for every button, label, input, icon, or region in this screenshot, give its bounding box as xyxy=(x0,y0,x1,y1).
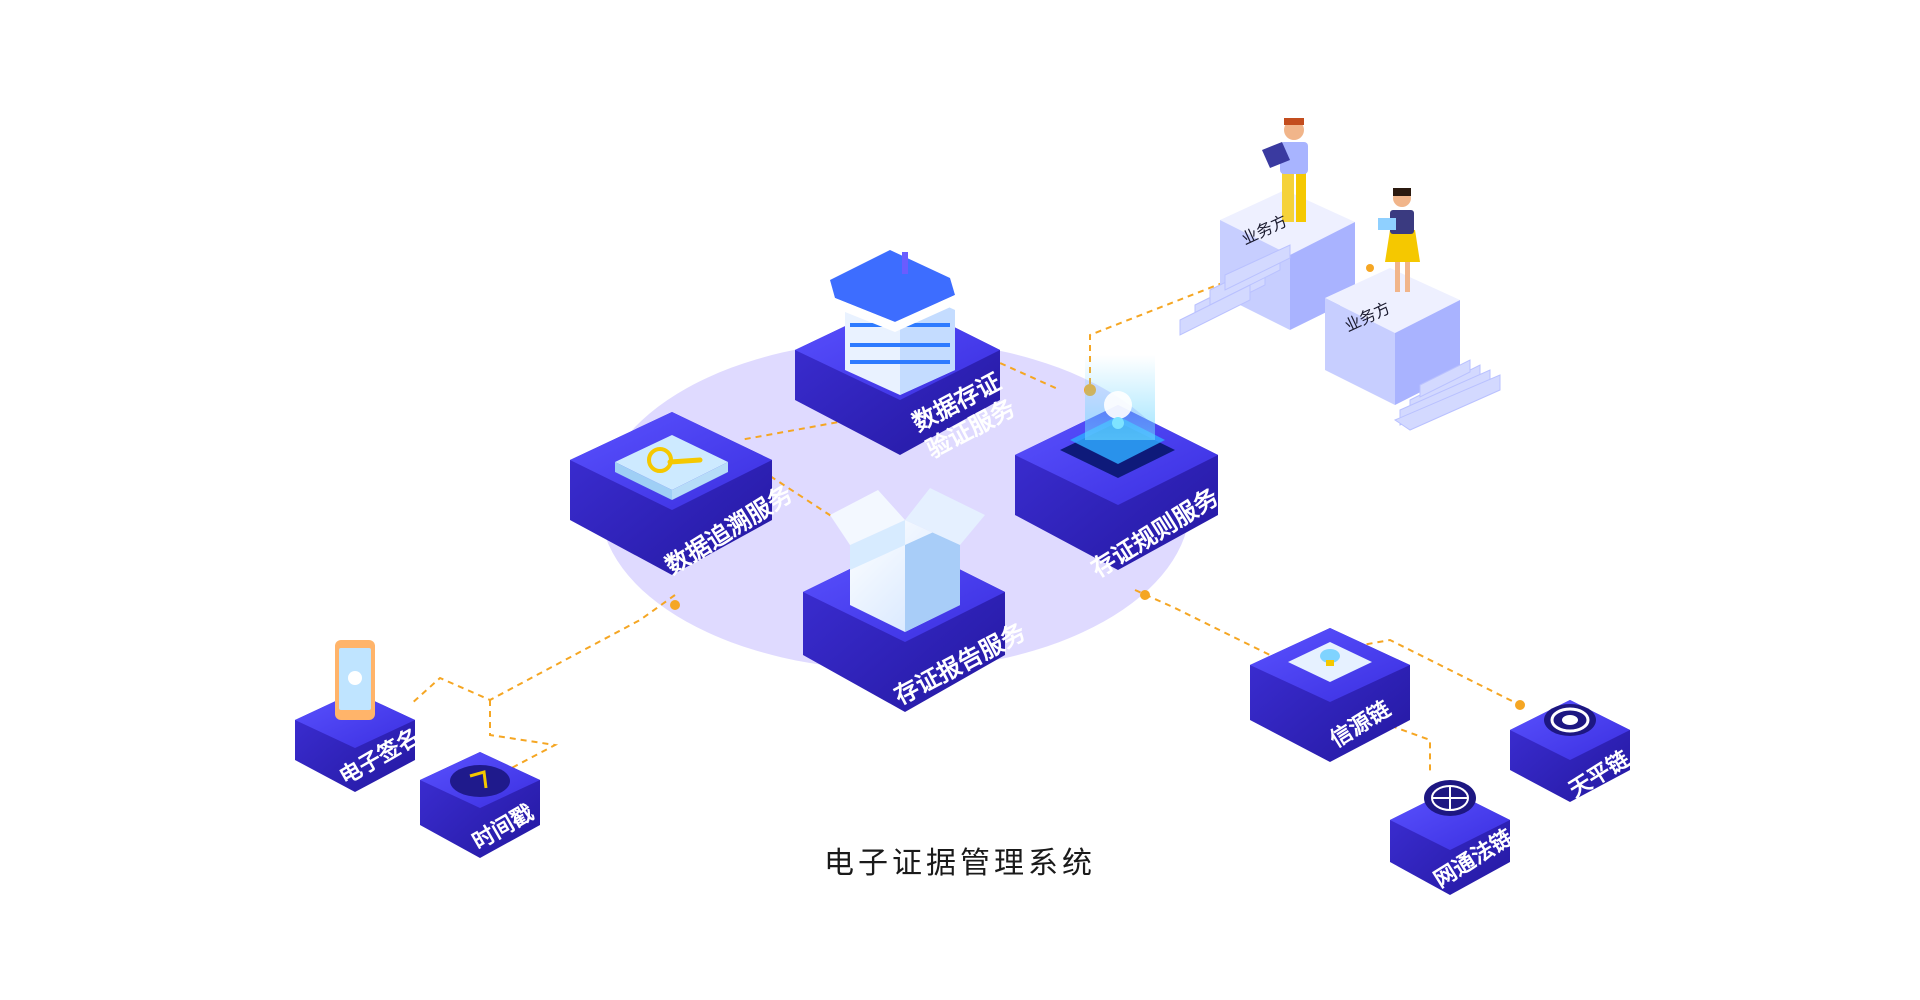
tool-block-e-signature[interactable]: 电子签名 xyxy=(295,640,424,792)
lightbulb-icon xyxy=(1104,391,1132,429)
box-icon xyxy=(830,488,985,632)
scale-logo-icon xyxy=(1544,704,1596,736)
staircase-icon xyxy=(1393,359,1501,431)
service-block-rule[interactable]: 存证规则服务 xyxy=(1015,355,1224,583)
central-platform xyxy=(600,340,1190,670)
chain-block-tianping[interactable]: 天平链 xyxy=(1510,700,1634,803)
person-man-icon xyxy=(1262,118,1308,222)
service-block-data-storage-verify[interactable]: 数据存证 验证服务 xyxy=(795,250,1027,464)
business-party-2[interactable]: 业务方 xyxy=(1325,188,1501,431)
chain-block-xinyuan[interactable]: 信源链 xyxy=(1250,628,1410,762)
lightbulb-icon-small xyxy=(1320,649,1340,666)
building-icon xyxy=(830,250,955,395)
clock-icon xyxy=(450,765,510,797)
chain-block-wangtong[interactable]: 网通法链 xyxy=(1390,780,1518,895)
staircase-icon xyxy=(1179,244,1291,336)
business-party-1[interactable]: 业务方 xyxy=(1179,118,1355,336)
smartphone-icon xyxy=(335,640,375,720)
service-block-report[interactable]: 存证报告服务 xyxy=(803,488,1031,712)
magnifier-icon xyxy=(647,447,703,473)
system-title: 电子证据管理系统 xyxy=(824,846,1096,881)
person-woman-icon xyxy=(1378,188,1420,292)
globe-logo-icon xyxy=(1424,780,1476,816)
